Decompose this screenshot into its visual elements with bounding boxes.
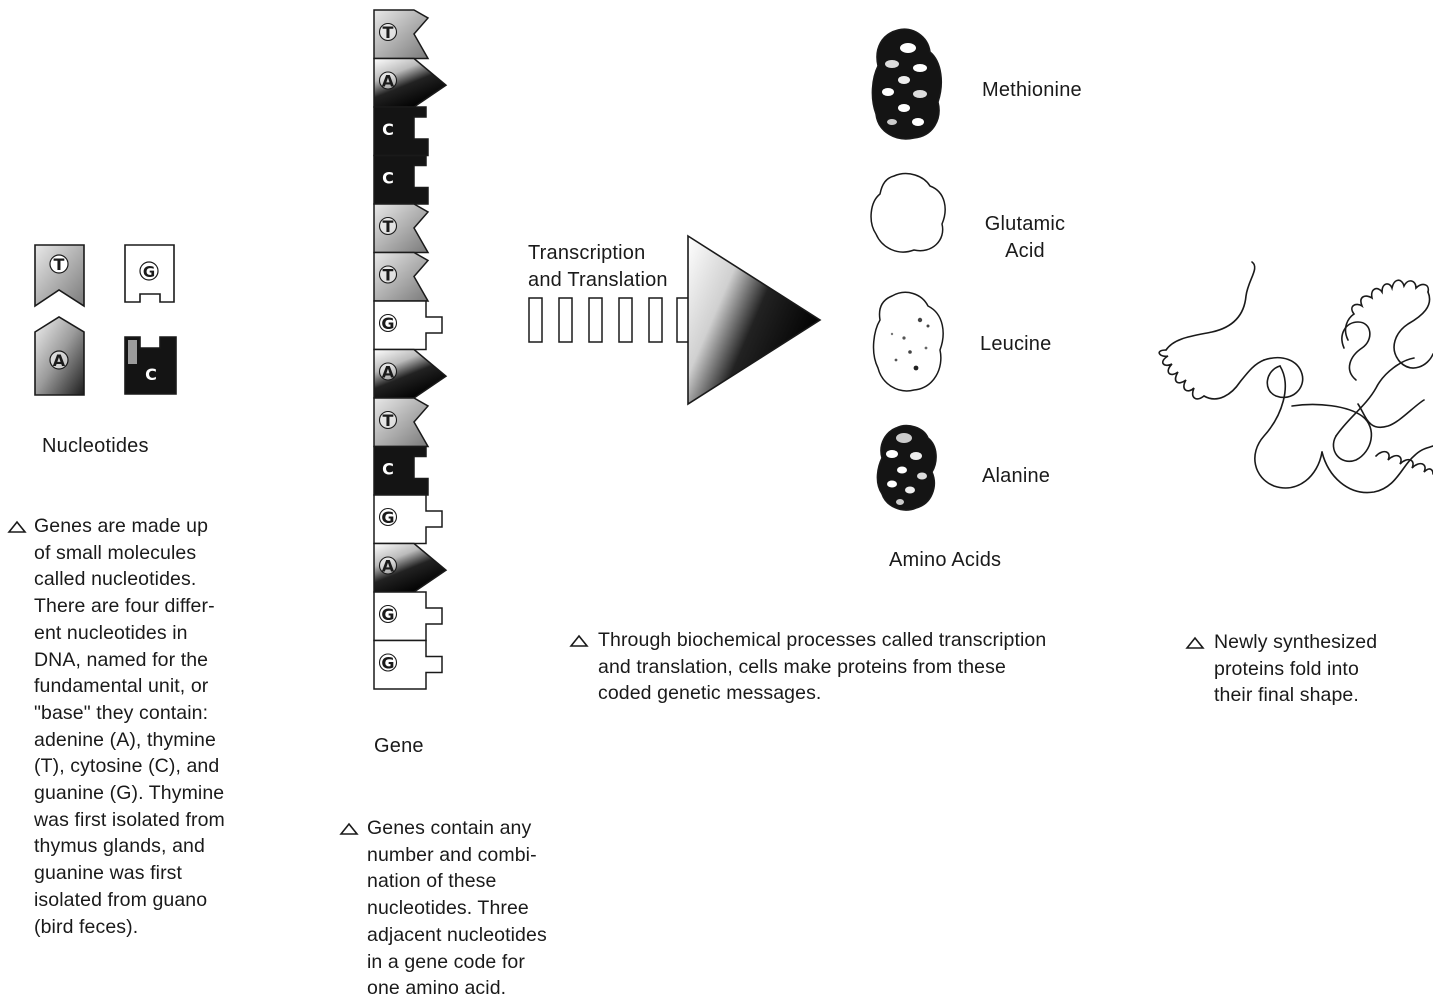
gene-nucleotide-badge [378, 362, 398, 381]
amino-acids-label: Amino Acids [889, 549, 1002, 571]
gene-nucleotide-letter: C [382, 169, 394, 188]
gene-nucleotide-letter: C [382, 120, 394, 139]
gene-nucleotide-letter: A [382, 363, 395, 382]
gene-caption-line: in a gene code for [367, 950, 525, 973]
process-arrow [528, 234, 822, 406]
gene-nucleotide-block [373, 639, 443, 690]
nucleotides-caption-line: was first isolated from [34, 808, 225, 831]
gene-caption: Genes contain any number and combi-nation… [339, 815, 590, 1002]
nucleotide-c-letter: C [145, 365, 157, 384]
amino-acid-name-leucine: Leucine [980, 333, 1052, 355]
leucine-blob [872, 291, 944, 392]
gene-nucleotide-badge [378, 556, 398, 575]
nucleotides-caption-line: adenine (A), thymine [34, 728, 216, 751]
process-caption: Through biochemical processes called tra… [569, 627, 1110, 707]
nucleotide-c: C [124, 336, 177, 395]
gene-nucleotide-letter: G [381, 654, 394, 673]
nucleotides-caption-line: guanine (G). Thymine [34, 782, 225, 805]
process-label-line-2: and Translation [528, 269, 668, 291]
gene-caption-line: nucleotides. Three [367, 897, 529, 920]
gene-nucleotide-badge [378, 653, 398, 672]
amino-acid-name-methionine: Methionine [982, 79, 1082, 101]
gene-strand: T A C C T T G A T C G A G G [373, 9, 448, 690]
gene-nucleotide-letter: C [382, 460, 394, 479]
nucleotides-caption-line: Genes are made up [34, 515, 209, 537]
process-caption-line: coded genetic messages. [598, 682, 822, 705]
glutamic-acid-blob [870, 172, 946, 253]
alanine-blob [876, 424, 937, 511]
nucleotides-caption-line: ent nucleotides in [34, 621, 188, 644]
protein-caption: Newly synthesized proteins fold into their… [1185, 629, 1426, 709]
gene-nucleotide-letter: T [383, 411, 394, 430]
nucleotides-caption-line: thymus glands, and [34, 835, 205, 858]
nucleotides-label: Nucleotides [42, 435, 149, 457]
nucleotide-a-letter: A [53, 351, 66, 370]
nucleotides-caption-line: isolated from guano [34, 888, 208, 911]
amino-acid-name-glutamic-line-2: Acid [1005, 240, 1045, 262]
gene-nucleotide-badge [378, 410, 398, 430]
nucleotides-caption-line: fundamental unit, or [34, 675, 209, 698]
gene-nucleotide-badge [378, 71, 398, 90]
gene-nucleotide-badge [378, 22, 398, 42]
process-caption-line: Through biochemical processes called tra… [598, 629, 1047, 651]
gene-nucleotide-letter: G [381, 605, 394, 624]
nucleotides-caption-line: (T), cytosine (C), and [34, 755, 220, 778]
methionine-blob [871, 28, 943, 140]
gene-caption-line: nation of these [367, 870, 497, 893]
gene-nucleotide-letter: G [381, 314, 394, 333]
nucleotide-t-letter: T [54, 255, 65, 274]
gene-caption-line: one amino acid. [367, 977, 507, 1000]
gene-nucleotide-badge [378, 313, 398, 333]
gene-caption-line: number and combi- [367, 843, 537, 866]
gene-caption-line: Genes contain any [367, 817, 532, 839]
nucleotides-caption-line: DNA, named for the [34, 648, 209, 671]
nucleotides-caption-line: (bird feces). [34, 915, 139, 938]
triangle-bullet-icon [339, 822, 359, 835]
triangle-bullet-icon [1185, 636, 1205, 649]
nucleotide-t: T [34, 244, 85, 308]
protein-caption-line: proteins fold into [1214, 657, 1359, 680]
nucleotide-a: A [34, 316, 85, 396]
nucleotides-caption-line: of small molecules [34, 541, 197, 564]
nucleotide-g-letter: G [143, 263, 155, 281]
process-caption-line: and translation, cells make proteins fro… [598, 655, 1006, 678]
nucleotides-caption: Genes are made up of small molecules calle… [7, 513, 268, 940]
gene-nucleotide-letter: T [383, 23, 394, 42]
nucleotide-g: G [124, 244, 175, 303]
nucleotides-caption-line: called nucleotides. [34, 568, 197, 591]
nucleotides-caption-line: There are four differ- [34, 595, 215, 618]
gene-nucleotide-badge [378, 216, 398, 236]
triangle-bullet-icon [7, 520, 27, 533]
gene-caption-line: adjacent nucleotides [367, 923, 547, 946]
gene-nucleotide-letter: A [382, 72, 395, 91]
protein-caption-line: their final shape. [1214, 684, 1359, 707]
process-label: Transcription and Translation [528, 240, 668, 294]
gene-nucleotide-badge [378, 265, 398, 284]
nucleotides-caption-line: guanine was first [34, 862, 183, 885]
gene-nucleotide-badge [378, 604, 398, 624]
gene-nucleotide-letter: T [383, 217, 394, 236]
amino-acid-name-glutamic-acid: Glutamic Acid [980, 211, 1070, 265]
gene-label: Gene [374, 735, 424, 757]
gene-nucleotide-block [373, 57, 448, 108]
amino-acid-name-glutamic-line-1: Glutamic [984, 213, 1066, 235]
folded-protein-illustration [1158, 261, 1433, 494]
gene-nucleotide-block [373, 542, 448, 593]
gene-nucleotide-badge [378, 507, 398, 527]
protein-caption-line: Newly synthesized [1214, 631, 1378, 653]
gene-nucleotide-letter: A [382, 557, 395, 576]
nucleotides-caption-line: "base" they contain: [34, 701, 209, 724]
gene-nucleotide-letter: T [383, 266, 394, 285]
gene-nucleotide-block [373, 348, 448, 399]
process-label-line-1: Transcription [528, 242, 646, 264]
amino-acid-name-alanine: Alanine [982, 465, 1051, 487]
gene-nucleotide-letter: G [381, 508, 394, 527]
triangle-bullet-icon [569, 634, 589, 647]
